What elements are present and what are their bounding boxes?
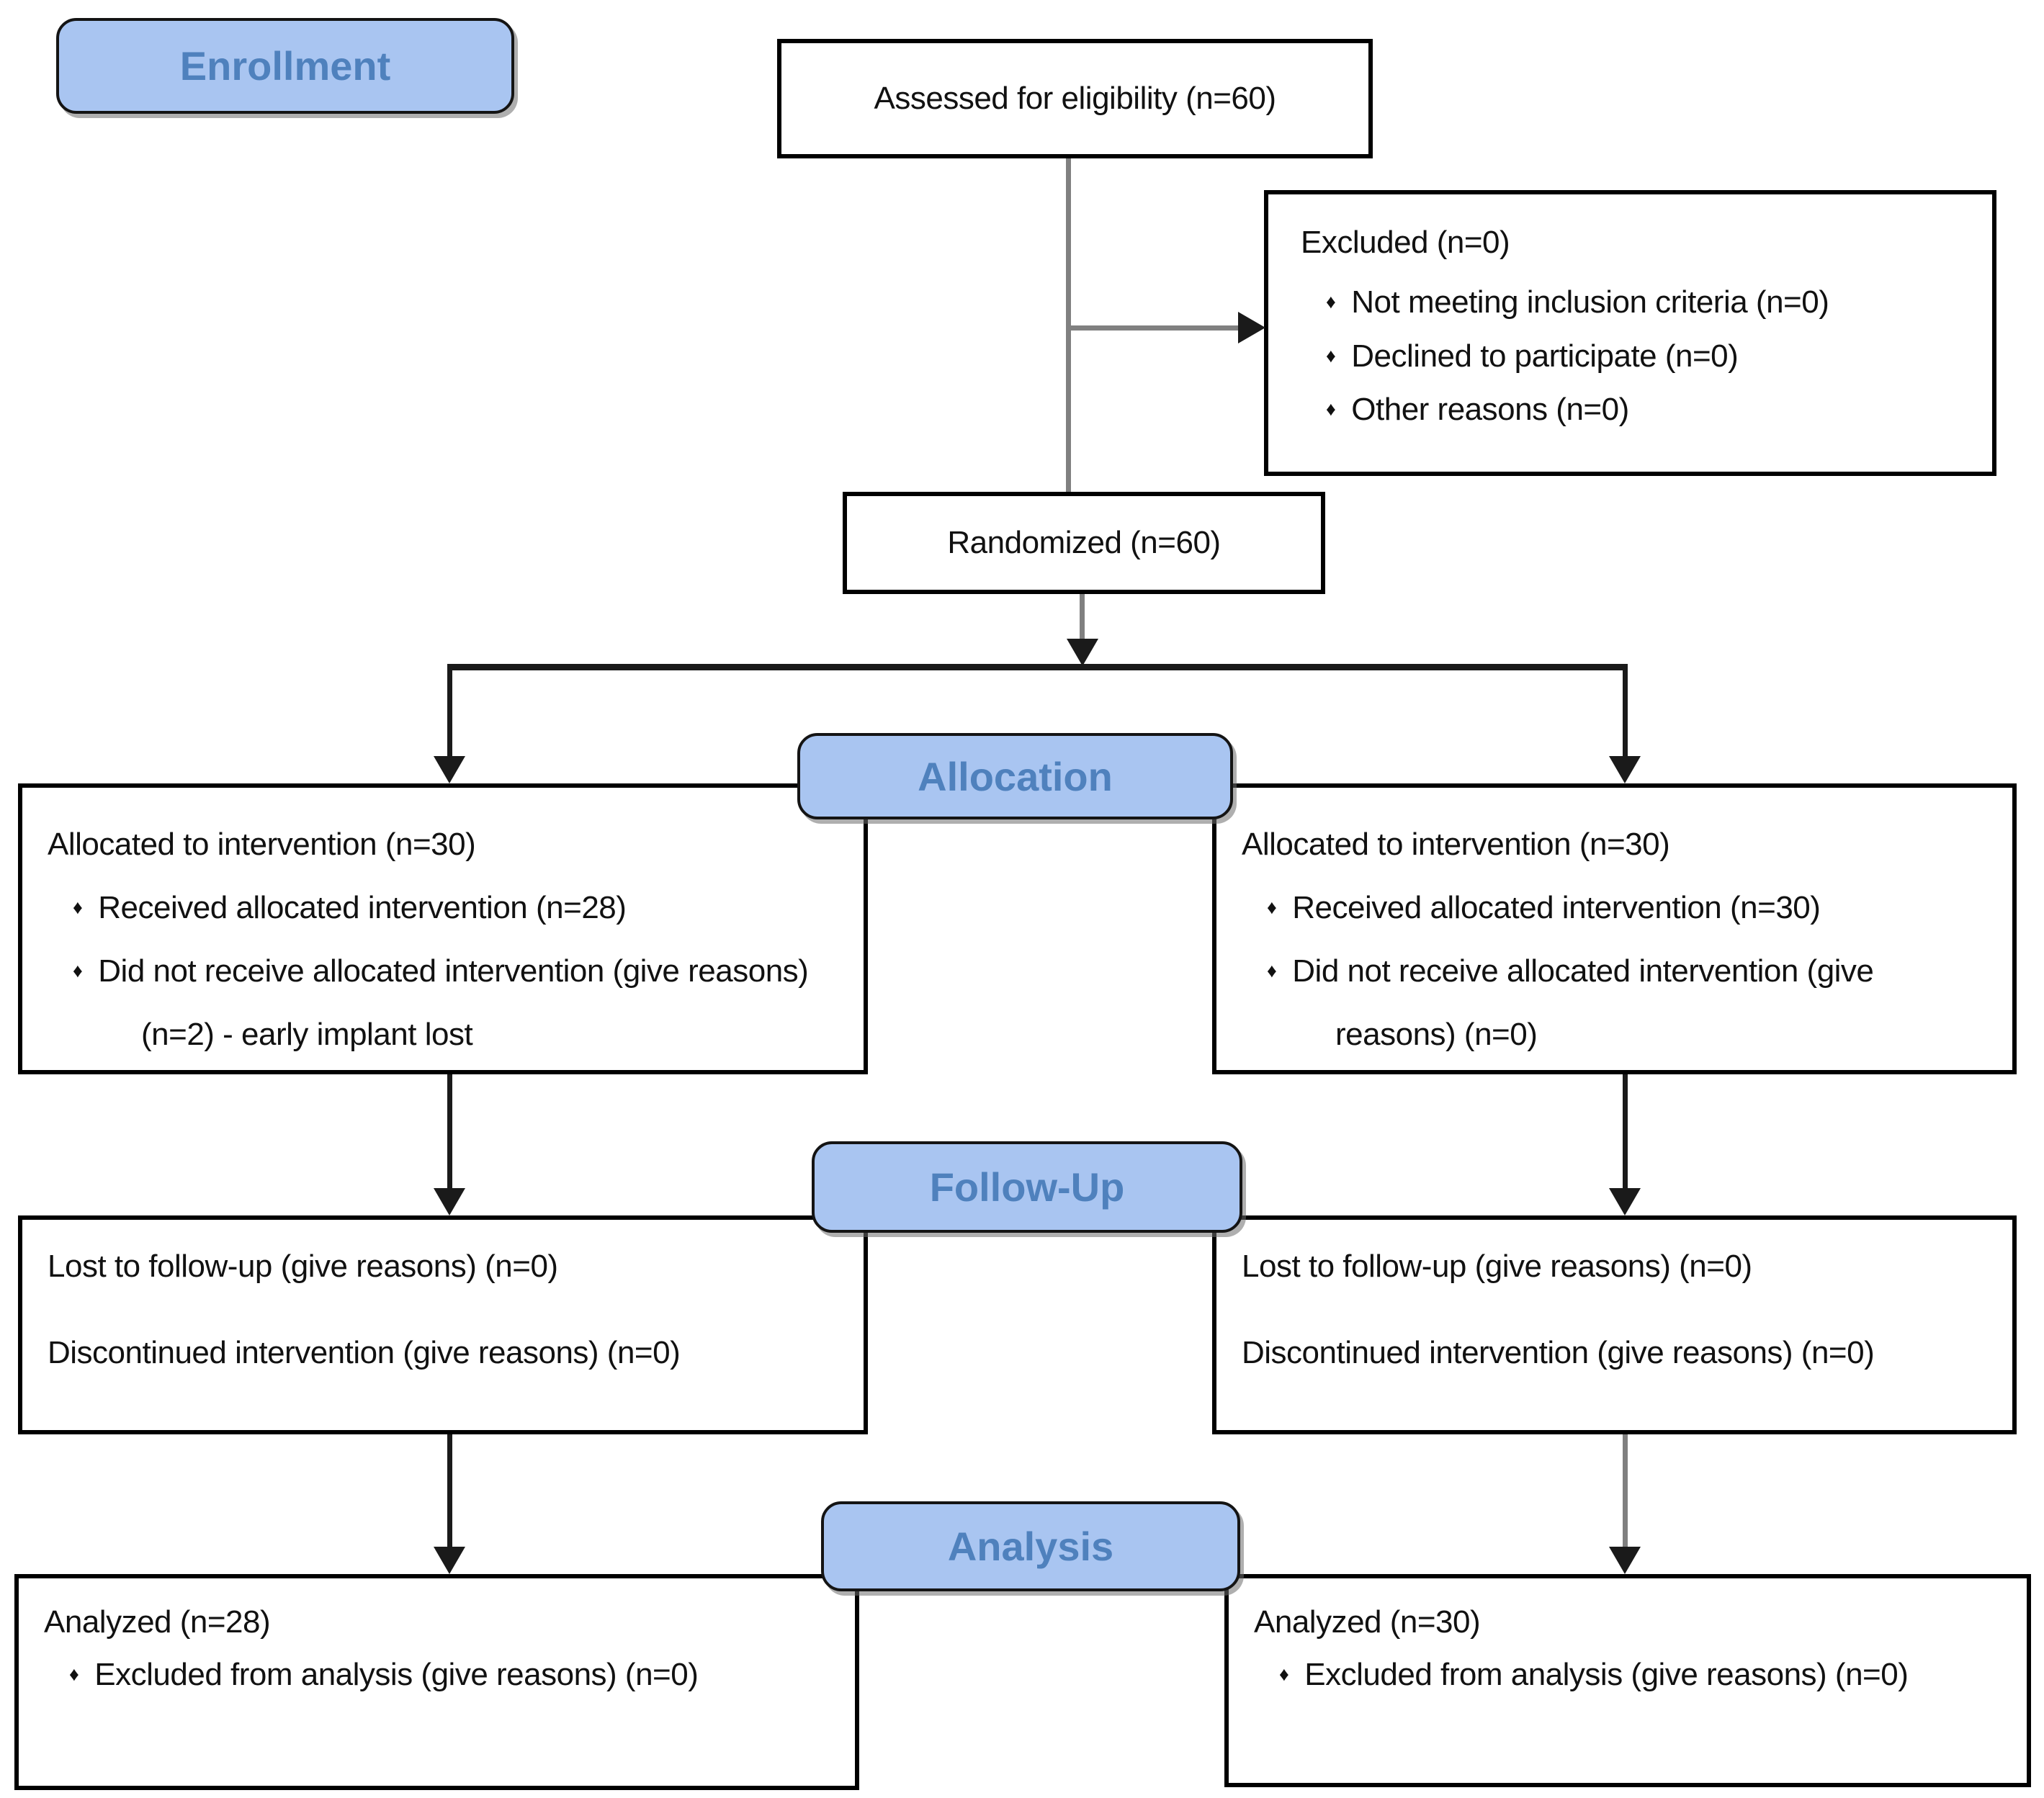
diamond-bullet-icon: ♦ xyxy=(1279,1663,1289,1685)
analysis-right-item: ♦ Excluded from analysis (give reasons) (… xyxy=(1254,1649,2005,1702)
analysis-left-item-text: Excluded from analysis (give reasons) (n… xyxy=(94,1656,699,1692)
excluded-item-text: Other reasons (n=0) xyxy=(1351,392,1629,428)
excluded-item: ♦ Not meeting inclusion criteria (n=0) xyxy=(1301,276,1971,330)
stage-badge-followup: Follow-Up xyxy=(812,1141,1242,1233)
diamond-bullet-icon: ♦ xyxy=(73,896,83,918)
arrowhead-down-analysis-right xyxy=(1609,1547,1641,1574)
box-analysis-right: Analyzed (n=30) ♦ Excluded from analysis … xyxy=(1224,1574,2031,1787)
stage-badge-allocation: Allocation xyxy=(797,733,1233,819)
connector-allocation-to-followup-right xyxy=(1623,1074,1628,1192)
analysis-right-title: Analyzed (n=30) xyxy=(1254,1604,1481,1640)
diamond-bullet-icon: ♦ xyxy=(1267,960,1277,981)
arrowhead-down-allocation-left xyxy=(434,756,465,783)
followup-left-line: Lost to follow-up (give reasons) (n=0) xyxy=(48,1249,558,1284)
stage-badge-analysis-label: Analysis xyxy=(947,1524,1114,1569)
excluded-title: Excluded (n=0) xyxy=(1301,225,1510,260)
connector-randomized-to-branch xyxy=(1080,594,1085,644)
allocation-left-item: ♦ Did not receive allocated intervention … xyxy=(48,940,842,1066)
box-followup-left: Lost to follow-up (give reasons) (n=0) D… xyxy=(18,1215,868,1434)
allocation-right-title: Allocated to intervention (n=30) xyxy=(1242,827,1670,862)
connector-assessed-to-randomized xyxy=(1066,158,1071,492)
allocation-left-title: Allocated to intervention (n=30) xyxy=(48,827,476,862)
randomized-text: Randomized (n=60) xyxy=(947,525,1221,560)
diamond-bullet-icon: ♦ xyxy=(69,1663,79,1685)
diamond-bullet-icon: ♦ xyxy=(1267,896,1277,918)
assessed-text: Assessed for eligibility (n=60) xyxy=(874,81,1276,116)
stage-badge-enrollment: Enrollment xyxy=(56,18,514,114)
stage-badge-allocation-label: Allocation xyxy=(918,753,1113,799)
followup-right-line: Lost to follow-up (give reasons) (n=0) xyxy=(1242,1249,1752,1284)
arrowhead-down-followup-right xyxy=(1609,1188,1641,1215)
analysis-left-title: Analyzed (n=28) xyxy=(44,1604,271,1640)
allocation-left-item-text: Received allocated intervention (n=28) xyxy=(98,890,627,925)
box-excluded: Excluded (n=0) ♦ Not meeting inclusion cr… xyxy=(1264,190,1996,476)
allocation-right-item-text: Did not receive allocated intervention (… xyxy=(1292,953,1874,1052)
stage-badge-analysis: Analysis xyxy=(821,1501,1240,1591)
followup-right-line: Discontinued intervention (give reasons)… xyxy=(1242,1335,1875,1371)
arrowhead-down-analysis-left xyxy=(434,1547,465,1574)
excluded-item-text: Declined to participate (n=0) xyxy=(1351,338,1739,374)
analysis-right-item-text: Excluded from analysis (give reasons) (n… xyxy=(1304,1656,1909,1692)
allocation-left-item: ♦ Received allocated intervention (n=28) xyxy=(48,876,842,940)
box-randomized: Randomized (n=60) xyxy=(843,492,1325,594)
branch-line xyxy=(447,664,1628,670)
connector-followup-to-analysis-left xyxy=(447,1434,452,1550)
stage-badge-enrollment-label: Enrollment xyxy=(179,43,391,89)
connector-branch-to-allocation-left xyxy=(447,664,452,760)
box-allocation-left: Allocated to intervention (n=30) ♦ Receiv… xyxy=(18,783,868,1074)
allocation-right-item: ♦ Did not receive allocated intervention … xyxy=(1242,940,1991,1066)
arrowhead-down-allocation-right xyxy=(1609,756,1641,783)
connector-branch-to-allocation-right xyxy=(1623,664,1628,760)
allocation-right-item: ♦ Received allocated intervention (n=30) xyxy=(1242,876,1991,940)
diamond-bullet-icon: ♦ xyxy=(1326,344,1336,367)
box-assessed-eligibility: Assessed for eligibility (n=60) xyxy=(777,39,1373,158)
allocation-left-item-text: Did not receive allocated intervention (… xyxy=(98,953,809,1052)
followup-left-line: Discontinued intervention (give reasons)… xyxy=(48,1335,681,1371)
excluded-item: ♦ Declined to participate (n=0) xyxy=(1301,330,1971,384)
excluded-item-text: Not meeting inclusion criteria (n=0) xyxy=(1351,284,1829,320)
connector-allocation-to-followup-left xyxy=(447,1074,452,1192)
diamond-bullet-icon: ♦ xyxy=(1326,290,1336,313)
diamond-bullet-icon: ♦ xyxy=(1326,398,1336,421)
diamond-bullet-icon: ♦ xyxy=(73,960,83,981)
stage-badge-followup-label: Follow-Up xyxy=(929,1164,1125,1210)
analysis-left-item: ♦ Excluded from analysis (give reasons) (… xyxy=(44,1649,833,1702)
arrowhead-down-branch xyxy=(1067,639,1098,666)
arrowhead-right-excluded xyxy=(1238,312,1265,343)
box-allocation-right: Allocated to intervention (n=30) ♦ Receiv… xyxy=(1212,783,2017,1074)
allocation-right-item-text: Received allocated intervention (n=30) xyxy=(1292,890,1821,925)
box-followup-right: Lost to follow-up (give reasons) (n=0) D… xyxy=(1212,1215,2017,1434)
connector-followup-to-analysis-right xyxy=(1623,1434,1628,1550)
box-analysis-left: Analyzed (n=28) ♦ Excluded from analysis … xyxy=(14,1574,859,1790)
arrowhead-down-followup-left xyxy=(434,1188,465,1215)
excluded-item: ♦ Other reasons (n=0) xyxy=(1301,383,1971,437)
connector-to-excluded xyxy=(1068,325,1240,331)
